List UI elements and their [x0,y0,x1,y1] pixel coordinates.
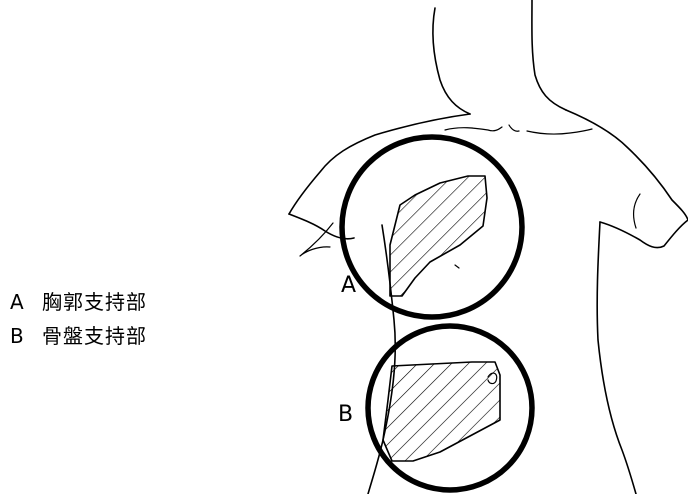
left-armpit-fold [300,223,333,256]
region-a-label: A [341,273,356,298]
center-line-marks [455,265,459,268]
region-a-hatched-area [390,176,487,296]
sternum-notch [509,125,519,131]
region-b-label: B [338,402,353,427]
right-arm-stub [600,220,688,248]
right-torso-side [597,222,636,494]
neck-right [532,0,566,110]
midline-mark [455,265,459,268]
region-b-hatched-area [383,362,500,461]
region-a: A [341,137,522,317]
clavicle-right [527,129,592,134]
clavicle-left [445,127,502,131]
right-arm-crease [634,194,640,228]
region-b: B [338,326,532,490]
neck-left [433,8,470,114]
right-shoulder [566,110,688,220]
